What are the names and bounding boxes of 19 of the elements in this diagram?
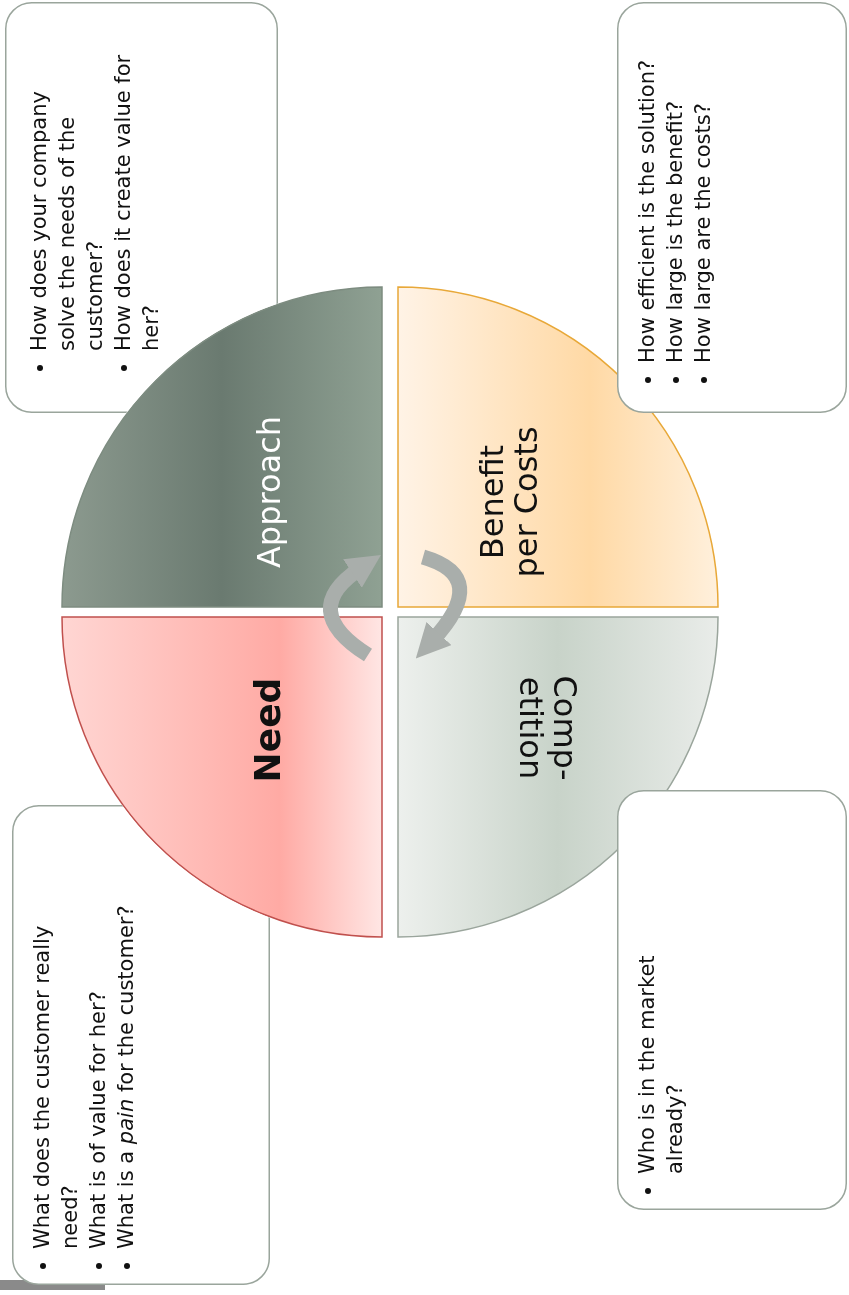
curved-arrow: [416, 549, 468, 659]
question-card: [617, 2, 847, 413]
bullet-item: How does it create value for her?: [109, 30, 165, 375]
segment-label: Comp- etition: [513, 674, 581, 783]
segment-label: Approach: [253, 415, 287, 570]
segment-label: Need: [249, 676, 287, 785]
bullet-item: What is a pain for the customer?: [112, 881, 140, 1273]
bullet-item: What is of value for her?: [84, 881, 112, 1273]
question-card: [617, 790, 847, 1210]
question-card: [12, 805, 270, 1285]
bullet-item: How large are the costs?: [689, 17, 717, 387]
bullet-item: How does your company solve the needs of the customer?: [25, 30, 109, 375]
bullet-item: Who is in the market already?: [633, 908, 689, 1198]
question-card: [5, 2, 278, 413]
segment-label: Benefit per Costs: [476, 425, 544, 580]
bullet-item: What does the customer really need?: [28, 881, 84, 1273]
curved-arrow: [323, 554, 381, 662]
bullet-item: How large is the benefit?: [661, 17, 689, 387]
bullet-item: How efficient is the solution?: [633, 17, 661, 387]
